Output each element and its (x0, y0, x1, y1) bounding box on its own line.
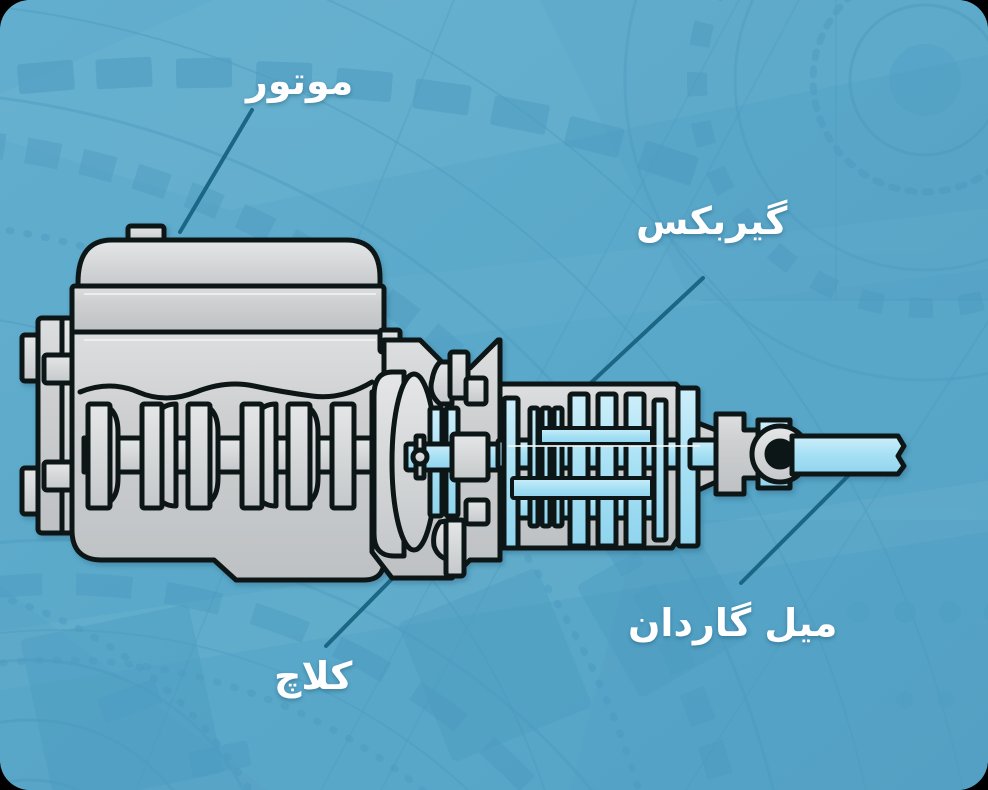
clutch-leader-line (324, 527, 443, 648)
gear-cluster (495, 385, 711, 551)
clutch-assembly (369, 337, 505, 581)
universal-joint (749, 417, 811, 491)
gearbox-housing (497, 381, 719, 551)
label-driveshaft: میل گاردان (628, 601, 838, 645)
driveshaft-leader-line (739, 471, 853, 585)
crankshaft-pulley (19, 315, 99, 536)
label-gearbox: گیربکس (636, 199, 788, 243)
label-engine: موتور (246, 59, 354, 103)
label-clutch: کلاچ (274, 654, 353, 698)
output-shaft (687, 411, 763, 497)
gearbox-leader-line (578, 276, 705, 395)
engine-leader-line (178, 108, 254, 234)
engine-block (69, 223, 403, 583)
driveshaft-tube (789, 433, 907, 477)
